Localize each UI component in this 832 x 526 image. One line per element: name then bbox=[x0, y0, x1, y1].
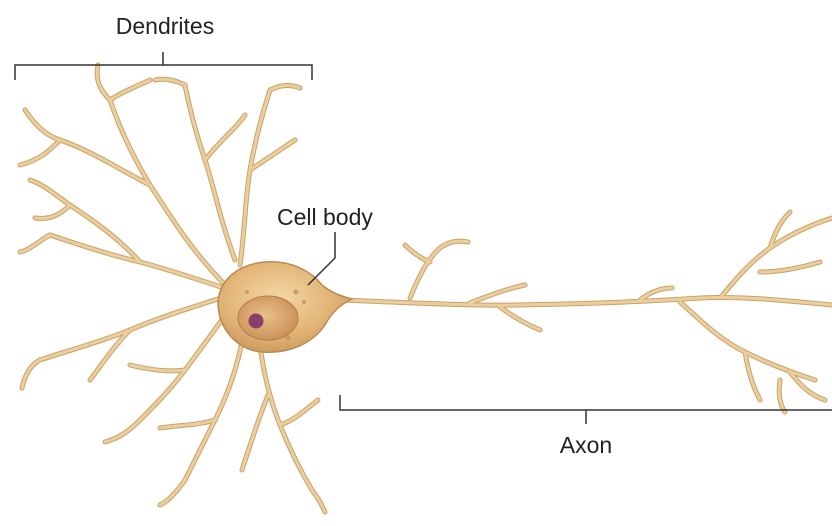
cell-body bbox=[218, 262, 352, 352]
axon-label: Axon bbox=[560, 432, 612, 458]
axon-fiber bbox=[340, 212, 832, 412]
nucleus bbox=[238, 296, 298, 340]
nucleolus bbox=[249, 314, 264, 329]
dendrites-bracket bbox=[15, 52, 312, 80]
cell-body-label: Cell body bbox=[277, 204, 373, 230]
dendrites-label: Dendrites bbox=[116, 13, 214, 39]
